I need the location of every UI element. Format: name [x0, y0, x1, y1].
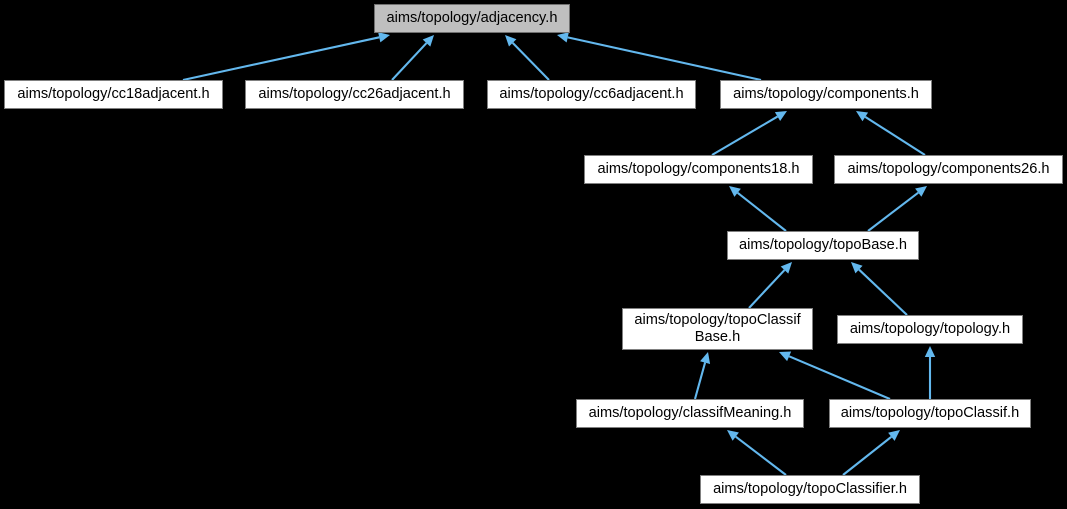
graph-node-cc18adjacent[interactable]: aims/topology/cc18adjacent.h [4, 80, 223, 109]
graph-node-label-cc18adjacent: aims/topology/cc18adjacent.h [17, 86, 210, 102]
graph-edge-topoClassifier-to-topoClassif [842, 435, 893, 476]
graph-edge-arrowhead-topology-to-topoBase [851, 262, 863, 274]
graph-node-label-components: aims/topology/components.h [733, 86, 919, 102]
graph-node-label-classifMeaning: aims/topology/classifMeaning.h [588, 405, 792, 421]
graph-edge-classifMeaning-to-topoClassifBase [693, 362, 707, 400]
graph-node-components[interactable]: aims/topology/components.h [720, 80, 932, 109]
graph-edge-arrowhead-topoClassifBase-to-topoBase [780, 262, 792, 274]
graph-edge-components-to-adjacency [567, 36, 762, 82]
graph-node-label-topoBase: aims/topology/topoBase.h [739, 237, 907, 253]
graph-edge-arrowhead-topoClassifier-to-classifMeaning [727, 430, 739, 441]
graph-edge-topology-to-topoBase [858, 268, 908, 316]
graph-node-cc26adjacent[interactable]: aims/topology/cc26adjacent.h [245, 80, 464, 109]
graph-node-components26[interactable]: aims/topology/components26.h [834, 155, 1063, 184]
graph-edge-arrowhead-classifMeaning-to-topoClassifBase [700, 352, 711, 364]
graph-node-topoBase[interactable]: aims/topology/topoBase.h [727, 231, 919, 260]
graph-edge-cc6adjacent-to-adjacency [511, 42, 550, 81]
graph-node-label-topology: aims/topology/topology.h [849, 321, 1011, 337]
graph-node-topoClassifier[interactable]: aims/topology/topoClassifier.h [700, 475, 920, 504]
graph-node-label-adjacency: aims/topology/adjacency.h [386, 10, 558, 26]
graph-edge-topoBase-to-components26 [867, 191, 919, 232]
graph-node-cc6adjacent[interactable]: aims/topology/cc6adjacent.h [487, 80, 696, 109]
graph-node-label-cc6adjacent: aims/topology/cc6adjacent.h [499, 86, 684, 102]
graph-node-label-topoClassifBase: aims/topology/topoClassif Base.h [634, 312, 801, 345]
graph-node-topoClassif[interactable]: aims/topology/topoClassif.h [829, 399, 1031, 428]
graph-edge-arrowhead-topoClassif-to-topology [924, 346, 936, 357]
graph-node-components18[interactable]: aims/topology/components18.h [584, 155, 813, 184]
graph-edge-topoClassifier-to-classifMeaning [735, 435, 787, 476]
graph-edge-cc18adjacent-to-adjacency [182, 36, 380, 82]
graph-edge-arrowhead-topoClassif-to-topoClassifBase [779, 351, 792, 362]
graph-node-label-cc26adjacent: aims/topology/cc26adjacent.h [258, 86, 451, 102]
graph-node-label-components26: aims/topology/components26.h [847, 161, 1050, 177]
graph-node-label-components18: aims/topology/components18.h [597, 161, 800, 177]
graph-edge-arrowhead-topoClassifier-to-topoClassif [888, 430, 900, 441]
graph-edge-arrowhead-cc18adjacent-to-adjacency [378, 32, 390, 43]
graph-node-classifMeaning[interactable]: aims/topology/classifMeaning.h [576, 399, 804, 428]
graph-edge-arrowhead-topoBase-to-components26 [915, 186, 927, 197]
graph-edge-arrowhead-cc26adjacent-to-adjacency [422, 35, 434, 47]
graph-edge-arrowhead-components-to-adjacency [557, 32, 569, 43]
graph-node-topology[interactable]: aims/topology/topology.h [837, 315, 1023, 344]
graph-node-adjacency: aims/topology/adjacency.h [374, 4, 570, 33]
graph-edge-cc26adjacent-to-adjacency [391, 42, 428, 81]
graph-edge-topoClassif-to-topoClassifBase [788, 355, 891, 400]
graph-edge-components18-to-components [711, 115, 779, 156]
graph-node-label-topoClassifier: aims/topology/topoClassifier.h [713, 481, 907, 497]
graph-edge-arrowhead-components18-to-components [774, 111, 787, 122]
graph-edge-arrowhead-components26-to-components [856, 111, 869, 122]
graph-edge-topoClassifBase-to-topoBase [748, 269, 786, 309]
graph-edge-arrowhead-topoBase-to-components18 [729, 186, 741, 197]
graph-edge-arrowhead-cc6adjacent-to-adjacency [505, 35, 517, 47]
graph-edge-components26-to-components [864, 116, 926, 156]
graph-edge-topoBase-to-components18 [736, 191, 787, 232]
graph-node-label-topoClassif: aims/topology/topoClassif.h [840, 405, 1020, 421]
graph-node-topoClassifBase[interactable]: aims/topology/topoClassif Base.h [622, 308, 813, 350]
